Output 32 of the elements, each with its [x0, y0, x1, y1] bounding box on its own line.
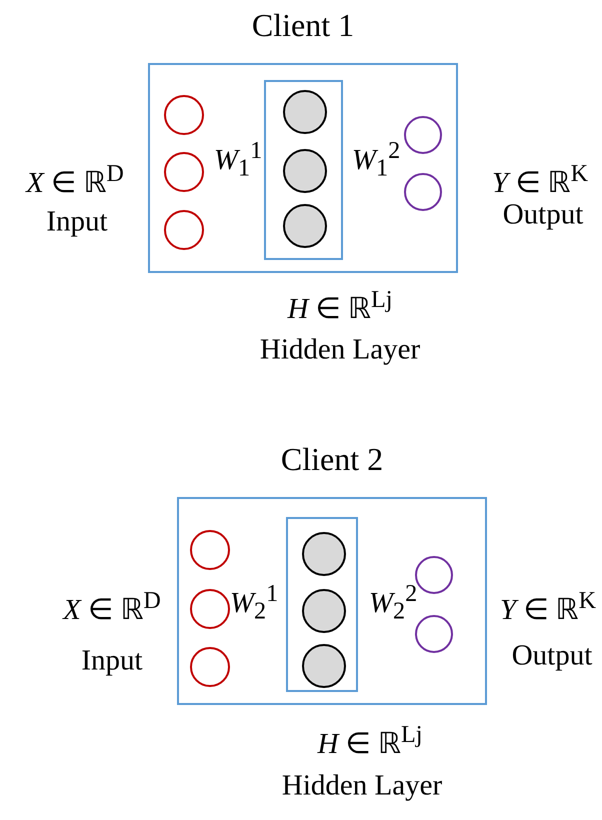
output-neuron	[404, 173, 442, 211]
output-label: Y ∈ ℝ$^{K}$	[500, 589, 596, 625]
input-label: Input	[46, 208, 108, 236]
output-neuron	[415, 615, 453, 653]
hidden-label: H ∈ ℝ$^{Lj}$	[288, 288, 392, 324]
input-neuron	[190, 530, 230, 570]
hidden-neuron	[302, 589, 346, 633]
hidden-neuron	[302, 644, 346, 688]
hidden-neuron	[283, 204, 327, 248]
input-neuron	[164, 95, 204, 135]
input-neuron	[190, 589, 230, 629]
input-neuron	[164, 152, 204, 192]
output-neuron	[404, 116, 442, 154]
hidden-label: Hidden Layer	[260, 336, 420, 364]
client-heading: Client 2	[280, 441, 384, 478]
hidden-neuron	[302, 532, 346, 576]
output-label: Y ∈ ℝ$^{K}$	[492, 162, 588, 198]
input-label: X ∈ ℝ$^{D}$	[26, 162, 124, 198]
hidden-neuron	[283, 149, 327, 193]
output-neuron	[415, 556, 453, 594]
output-label: Output	[502, 200, 584, 230]
input-neuron	[190, 647, 230, 687]
output-label: Output	[512, 642, 592, 670]
hidden-layer-box	[286, 517, 358, 692]
client-heading: Client 1	[252, 7, 354, 44]
hidden-layer-box	[264, 80, 343, 260]
input-label: Input	[81, 646, 143, 676]
hidden-neuron	[283, 90, 327, 134]
input-neuron	[164, 210, 204, 250]
input-label: X ∈ ℝ$^{D}$	[63, 589, 161, 625]
hidden-label: Hidden Layer	[282, 772, 442, 800]
hidden-label: H ∈ ℝ$^{Lj}$	[318, 723, 422, 759]
